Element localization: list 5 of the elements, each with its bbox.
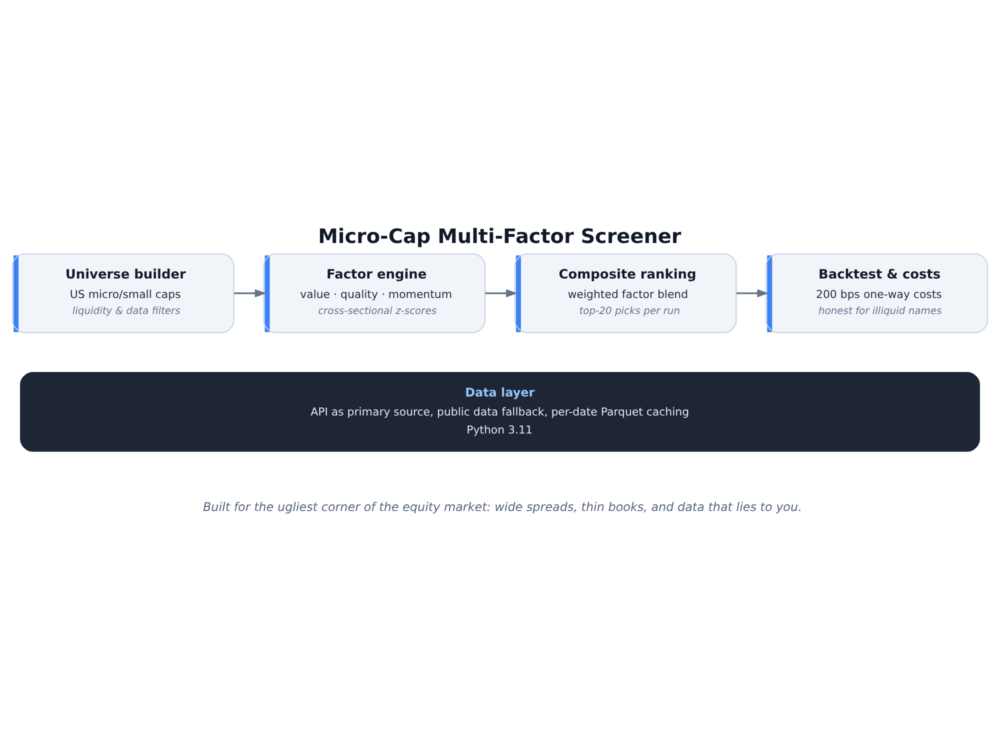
caption: Built for the ugliest corner of the equity market: wide spreads, thin books, and data that lies to you. [202, 500, 802, 514]
arrow [485, 288, 518, 297]
arrow [234, 288, 266, 297]
diagram-title: Micro-Cap Multi-Factor Screener [318, 224, 682, 248]
arrow [736, 288, 769, 297]
